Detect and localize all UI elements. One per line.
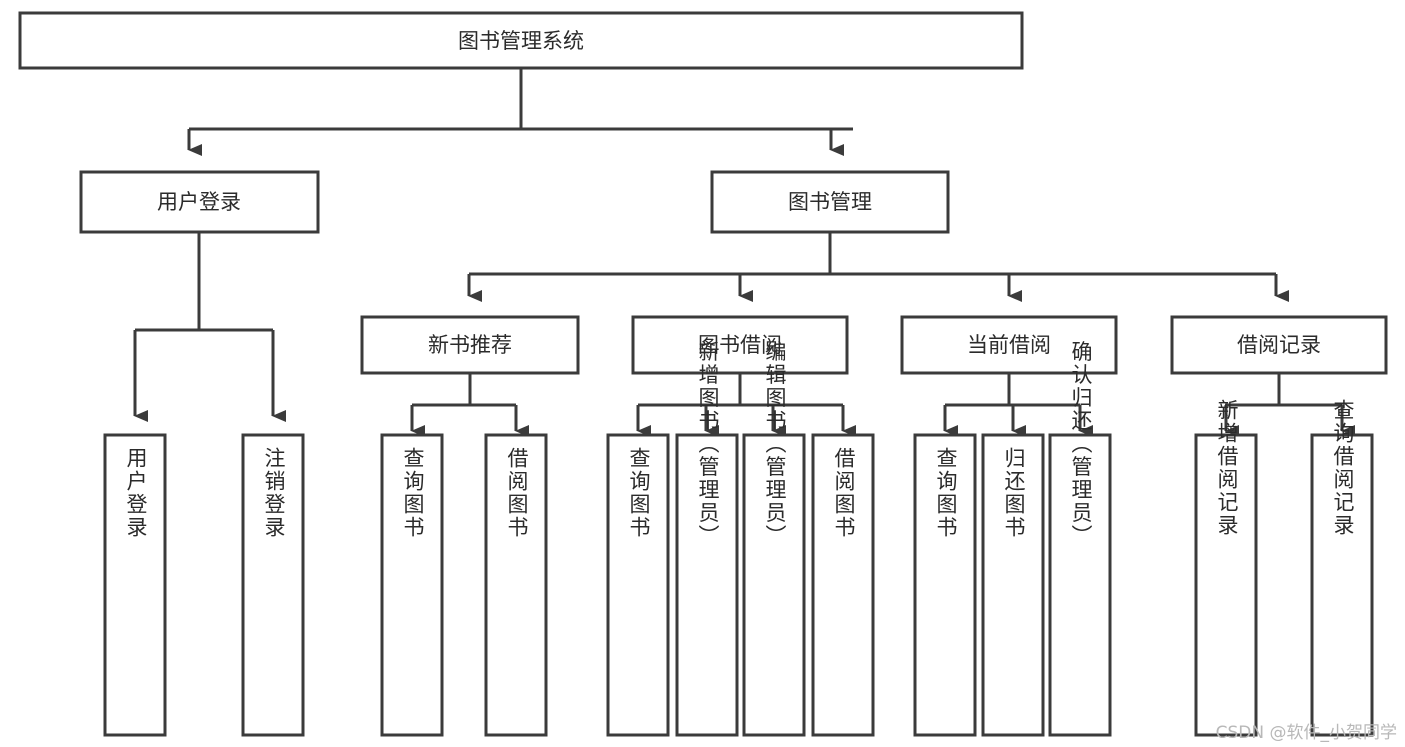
leaf-query-book-1-label: 查询图书 — [401, 447, 425, 539]
leaf-user-login-box[interactable] — [103, 433, 167, 737]
leaf-user-logout[interactable]: 注销登录 — [241, 433, 305, 737]
connector-book-borrow-to-leaves — [636, 373, 856, 437]
leaf-add-record[interactable]: 新增借阅记录 — [1194, 399, 1258, 737]
connector-borrow-record-to-leaves — [1224, 373, 1355, 437]
leaf-edit-book-label: 编辑图书（管理员） — [763, 341, 787, 548]
node-book-borrow[interactable]: 图书借阅 — [631, 315, 849, 375]
node-new-book-recommend[interactable]: 新书推荐 — [360, 315, 580, 375]
node-book-manage[interactable]: 图书管理 — [710, 170, 950, 234]
leaf-borrow-book-2-box[interactable] — [811, 433, 875, 737]
csdn-watermark: CSDN @软件_小贺同学 — [1215, 723, 1397, 743]
leaf-add-book[interactable]: 新增图书（管理员） — [675, 341, 739, 737]
leaf-confirm-return-label: 确认归还（管理员） — [1069, 341, 1093, 548]
leaf-query-book-2[interactable]: 查询图书 — [606, 433, 670, 737]
leaf-user-logout-box[interactable] — [241, 433, 305, 737]
leaf-user-login[interactable]: 用户登录 — [103, 433, 167, 737]
leaf-edit-book-box[interactable] — [742, 433, 806, 737]
leaf-borrow-book-2[interactable]: 借阅图书 — [811, 433, 875, 737]
leaf-user-logout-label: 注销登录 — [262, 447, 286, 539]
leaf-return-book-box[interactable] — [981, 433, 1045, 737]
leaf-borrow-book-2-label: 借阅图书 — [832, 447, 856, 539]
node-borrow-record-box[interactable] — [1170, 315, 1388, 375]
leaf-confirm-return[interactable]: 确认归还（管理员） — [1048, 341, 1112, 737]
leaf-query-book-1[interactable]: 查询图书 — [380, 433, 444, 737]
leaf-query-record-label: 查询借阅记录 — [1331, 399, 1355, 537]
node-borrow-record-label: 借阅记录 — [1237, 333, 1321, 357]
leaf-borrow-book-1-box[interactable] — [484, 433, 548, 737]
connector-user-login-to-leaves — [133, 232, 286, 422]
leaf-user-login-label: 用户登录 — [124, 447, 148, 539]
node-new-book-recommend-label: 新书推荐 — [428, 333, 512, 357]
connector-new-book-recommend-to-leaves — [410, 373, 529, 437]
leaf-query-book-3[interactable]: 查询图书 — [913, 433, 977, 737]
leaf-borrow-book-1-label: 借阅图书 — [505, 447, 529, 539]
leaf-add-record-label: 新增借阅记录 — [1215, 399, 1239, 537]
connector-current-borrow-to-leaves — [943, 373, 1093, 437]
node-user-login-label: 用户登录 — [157, 190, 241, 214]
leaf-return-book[interactable]: 归还图书 — [981, 433, 1045, 737]
node-current-borrow-label: 当前借阅 — [967, 333, 1051, 357]
leaf-query-record-box[interactable] — [1310, 433, 1374, 737]
node-user-login[interactable]: 用户登录 — [79, 170, 320, 234]
node-root-box[interactable] — [18, 11, 1024, 70]
leaf-add-book-box[interactable] — [675, 433, 739, 737]
leaf-query-book-3-box[interactable] — [913, 433, 977, 737]
leaf-confirm-return-box[interactable] — [1048, 433, 1112, 737]
node-root[interactable]: 图书管理系统 — [18, 11, 1024, 70]
leaf-add-record-box[interactable] — [1194, 433, 1258, 737]
leaf-query-record[interactable]: 查询借阅记录 — [1310, 399, 1374, 737]
node-user-login-box[interactable] — [79, 170, 320, 234]
leaf-edit-book[interactable]: 编辑图书（管理员） — [742, 341, 806, 737]
leaf-add-book-label: 新增图书（管理员） — [696, 341, 720, 548]
node-book-borrow-label: 图书借阅 — [698, 333, 782, 357]
leaf-query-book-1-box[interactable] — [380, 433, 444, 737]
node-borrow-record[interactable]: 借阅记录 — [1170, 315, 1388, 375]
node-book-manage-label: 图书管理 — [788, 190, 872, 214]
leaf-return-book-label: 归还图书 — [1002, 447, 1026, 539]
leaf-query-book-2-box[interactable] — [606, 433, 670, 737]
leaf-borrow-book-1[interactable]: 借阅图书 — [484, 433, 548, 737]
leaf-query-book-3-label: 查询图书 — [934, 447, 958, 539]
node-new-book-recommend-box[interactable] — [360, 315, 580, 375]
connector-book-manage-to-level2 — [467, 232, 1289, 302]
node-root-label: 图书管理系统 — [458, 29, 584, 53]
leaf-query-book-2-label: 查询图书 — [627, 447, 651, 539]
connector-root-to-level1 — [187, 68, 853, 156]
